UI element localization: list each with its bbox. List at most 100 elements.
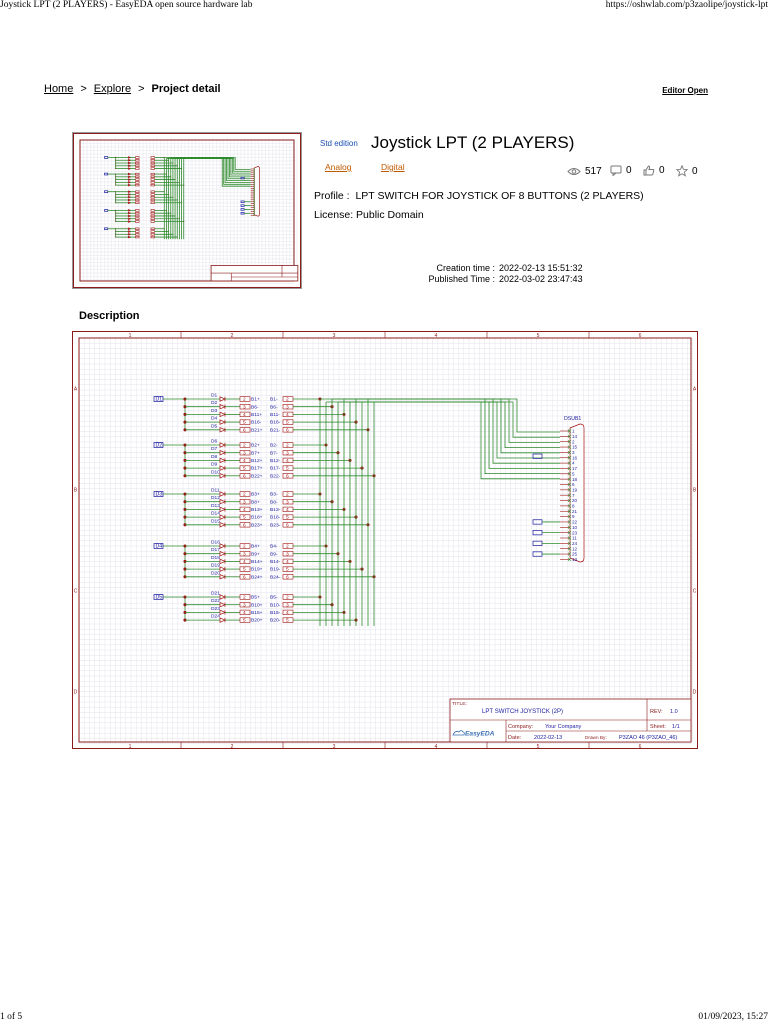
pin-number: 6 — [243, 427, 246, 433]
connector-pin-box — [239, 450, 251, 456]
net-label: B22- — [270, 473, 281, 479]
pin-number: 3 — [286, 450, 289, 456]
input-port-flag — [104, 227, 109, 231]
net-label: B16- — [251, 420, 262, 426]
connector-pin-number: 4 — [572, 461, 575, 466]
connector-pin-box — [135, 217, 140, 220]
no-connect-mark — [567, 472, 572, 476]
net-label: B6- — [251, 404, 259, 410]
pin-number: 5 — [286, 618, 289, 624]
connector-pin-box — [135, 196, 140, 199]
wire — [183, 158, 251, 187]
connector-pin-box — [239, 522, 251, 528]
connector-pin-box — [150, 164, 155, 167]
input-port-flag — [104, 172, 109, 176]
title-block-sheet-value: 1/1 — [672, 724, 680, 730]
no-connect-mark — [567, 445, 572, 449]
comment-icon — [610, 165, 622, 176]
connector-pin-box — [150, 198, 155, 202]
no-connect-mark — [567, 488, 572, 492]
net-label: B9+ — [251, 551, 260, 557]
net-label: B1+ — [251, 397, 260, 403]
no-connect-mark — [253, 170, 255, 172]
input-port-label: D1 — [156, 397, 163, 403]
no-connect-mark — [567, 498, 572, 503]
net-label: B13+ — [251, 507, 263, 513]
net-label: B11+ — [251, 412, 262, 418]
wire — [356, 398, 560, 464]
diode-designator: D17 — [211, 547, 220, 553]
editor-open-link[interactable]: Editor Open — [662, 86, 708, 95]
no-connect-mark — [253, 181, 255, 184]
net-label: B20- — [270, 618, 281, 624]
input-port-label: D5 — [156, 595, 163, 601]
stars-stat[interactable]: 0 — [676, 165, 698, 177]
title-block-company-label: Company: — [508, 724, 534, 730]
connector-pin-box — [135, 156, 140, 159]
no-connect-mark — [253, 172, 255, 174]
comments-stat[interactable]: 0 — [610, 165, 632, 176]
port-flag — [532, 519, 543, 525]
net-label: B10+ — [251, 602, 263, 608]
diode-designator: D4 — [211, 416, 218, 422]
eye-icon — [567, 168, 581, 175]
net-label: B13- — [270, 507, 281, 513]
title-block-sheet-label: Sheet: — [650, 724, 666, 730]
net-label: B5+ — [251, 595, 260, 601]
connector-pin-number: 13 — [572, 557, 578, 562]
tag-analog-link[interactable]: Analog — [325, 162, 352, 172]
row-letter: B — [693, 488, 697, 494]
port-flag — [240, 200, 245, 203]
net-label: B24- — [270, 574, 281, 580]
connector-pin-box — [150, 167, 155, 170]
connector-pin-box — [135, 183, 140, 187]
connector-pin-box — [239, 543, 251, 549]
schematic-thumbnail[interactable] — [72, 132, 302, 289]
easyeda-cloud-icon — [452, 730, 465, 736]
diode-designator: D18 — [211, 555, 220, 561]
breadcrumb: Home>Explore>Project detail — [44, 83, 221, 95]
no-connect-mark — [567, 461, 572, 465]
connector-pin-number: 5 — [572, 471, 575, 476]
connector-pin-box — [135, 198, 140, 202]
pin-number: 2 — [243, 443, 246, 449]
connector-pin-number: 23 — [572, 530, 578, 535]
diode-designator: D5 — [211, 423, 218, 429]
diode-designator: D7 — [211, 446, 218, 452]
connector-pin-box — [135, 190, 140, 193]
pin-number: 2 — [286, 544, 289, 550]
pin-number: 2 — [243, 492, 246, 498]
likes-stat[interactable]: 0 — [643, 165, 665, 176]
diode-designator: D21 — [211, 591, 220, 597]
net-label: B17+ — [251, 466, 263, 472]
connector-pin-box — [135, 193, 140, 196]
column-number: 2 — [231, 744, 234, 749]
connector-pin-box — [150, 214, 155, 218]
breadcrumb-home-link[interactable]: Home — [44, 83, 74, 95]
connector-pin-number: 15 — [572, 445, 578, 450]
tag-digital-link[interactable]: Digital — [381, 162, 405, 172]
connector-pin-box — [150, 217, 155, 220]
diode-designator: D24 — [211, 614, 220, 620]
pin-number: 3 — [286, 602, 289, 608]
column-number: 6 — [639, 744, 642, 749]
breadcrumb-explore-link[interactable]: Explore — [93, 83, 132, 95]
row-letter: D — [693, 690, 697, 696]
port-flag — [240, 204, 245, 207]
connector-pin-box — [239, 602, 251, 608]
no-connect-mark — [253, 193, 255, 195]
net-label: B21- — [270, 427, 281, 433]
print-header-url: https://oshwlab.com/p3zaolipe/joystick-l… — [605, 0, 768, 10]
pin-number: 4 — [243, 559, 246, 565]
pin-number: 6 — [286, 522, 289, 528]
pin-number: 3 — [286, 404, 289, 410]
input-port-flag — [104, 209, 109, 212]
connector-pin-number: 1 — [572, 429, 575, 434]
no-connect-mark — [567, 536, 572, 540]
project-title: Joystick LPT (2 PLAYERS) — [371, 133, 575, 152]
connector-pin-box — [239, 396, 251, 402]
no-connect-mark — [567, 557, 572, 562]
row-letter: B — [74, 488, 78, 494]
net-label: B21+ — [251, 427, 263, 433]
input-port-label: D4 — [156, 544, 163, 550]
